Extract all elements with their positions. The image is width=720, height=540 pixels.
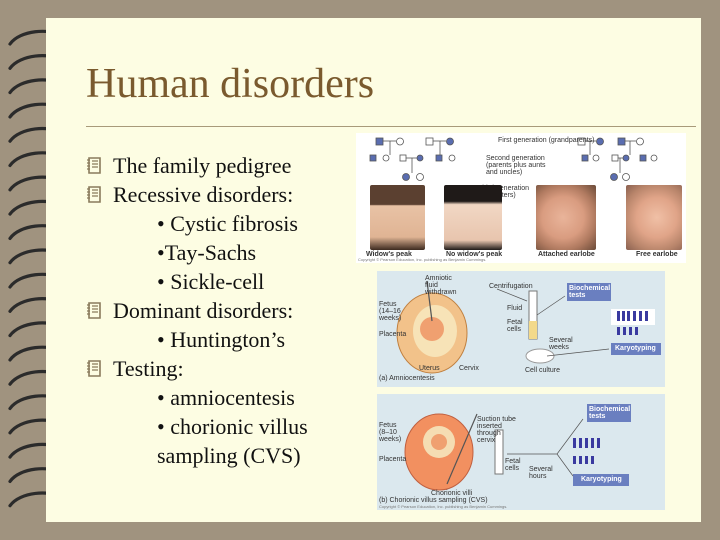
bullet-text: • amniocentesis <box>157 385 295 410</box>
karyotyping-label-cvs: Karyotyping <box>581 476 622 483</box>
chorionic-villi-label: Chorionic villi <box>431 490 473 497</box>
centrifugation-label: Centrifugation <box>489 283 533 290</box>
amniocentesis-diagram <box>396 280 661 374</box>
sub-bullet-item: • chorionic villus <box>86 412 386 441</box>
placenta-label-cvs: Placenta <box>379 456 407 463</box>
amniotic-fluid-label: Amniotic fluid withdrawn <box>425 275 457 296</box>
free-earlobe-label: Free earlobe <box>636 251 678 258</box>
sub-bullet-item: •Tay-Sachs <box>86 238 386 267</box>
fetus-label-amnio: Fetus (14–16 weeks) <box>379 301 402 322</box>
bullet-item: Recessive disorders: <box>86 180 386 209</box>
widows-peak-label: Widow's peak <box>366 251 412 258</box>
bullet-text: • Cystic fibrosis <box>157 211 298 236</box>
biochemical-tests-label-amnio: Biochemical tests <box>569 285 611 299</box>
cvs-figure: Fetus (8–10 weeks) Suction tube inserted… <box>377 394 665 510</box>
bullet-text: • Huntington’s <box>157 327 286 352</box>
bullet-text: The family pedigree <box>113 153 292 178</box>
biochemical-tests-label-cvs: Biochemical tests <box>589 406 631 420</box>
bullet-text: Dominant disorders: <box>113 298 294 323</box>
notebook-bullet-icon <box>87 186 101 203</box>
no-widows-peak-label: No widow's peak <box>446 251 503 258</box>
fetal-cells-label-amnio: Fetal cells <box>507 319 523 333</box>
fetus-label-cvs: Fetus (8–10 weeks) <box>379 422 402 443</box>
cell-culture-label: Cell culture <box>525 367 561 374</box>
cervix-label: Cervix <box>459 365 479 372</box>
several-weeks-label: Several weeks <box>549 337 573 351</box>
karyotyping-label-amnio: Karyotyping <box>615 345 656 352</box>
pedigree-figure: First generation (grandparents) Second g… <box>356 133 686 263</box>
cvs-caption: (b) Chorionic villus sampling (CVS) <box>379 497 488 504</box>
bullet-item: The family pedigree <box>86 151 386 180</box>
sub-bullet-item: • amniocentesis <box>86 383 386 412</box>
bullet-text: sampling (CVS) <box>157 443 301 468</box>
notebook-bullet-icon <box>87 302 101 319</box>
sub-bullet-item: • Cystic fibrosis <box>86 209 386 238</box>
bullet-item: Testing: <box>86 354 386 383</box>
second-generation-label: Second generation (parents plus aunts an… <box>486 155 546 176</box>
no-widows-peak-photo <box>444 185 502 250</box>
fluid-label: Fluid <box>507 305 523 312</box>
first-generation-label: First generation (grandparents) <box>498 137 595 144</box>
sub-bullet-item: • Sickle-cell <box>86 267 386 296</box>
attached-earlobe-photo <box>536 185 596 250</box>
widows-peak-photo <box>370 185 425 250</box>
free-earlobe-photo <box>626 185 682 250</box>
bullet-item: Dominant disorders: <box>86 296 386 325</box>
bullet-text: Testing: <box>113 356 184 381</box>
title-divider <box>86 126 696 127</box>
placenta-label-amnio: Placenta <box>379 331 407 338</box>
bullet-text: •Tay-Sachs <box>157 240 257 265</box>
fetal-cells-label-cvs: Fetal cells <box>505 458 521 472</box>
sub-bullet-item: • Huntington’s <box>86 325 386 354</box>
amniocentesis-figure: Amniotic fluid withdrawn Centrifugation … <box>377 271 665 387</box>
several-hours-label: Several hours <box>529 466 553 480</box>
amniocentesis-caption: (a) Amniocentesis <box>379 375 435 382</box>
suction-tube-label: Suction tube inserted through cervix <box>477 416 516 444</box>
uterus-label: Uterus <box>419 365 440 372</box>
bullet-text: • Sickle-cell <box>157 269 265 294</box>
notebook-bullet-icon <box>87 157 101 174</box>
bullet-text: • chorionic villus <box>157 414 308 439</box>
slide-title: Human disorders <box>86 61 375 107</box>
cvs-diagram <box>404 404 631 491</box>
pedigree-copyright: Copyright © Pearson Education, Inc. publ… <box>358 257 487 262</box>
cvs-copyright: Copyright © Pearson Education, Inc. publ… <box>379 504 508 509</box>
notebook-bullet-icon <box>87 360 101 377</box>
bullet-text: Recessive disorders: <box>113 182 294 207</box>
sub-bullet-item: sampling (CVS) <box>86 441 386 470</box>
attached-earlobe-label: Attached earlobe <box>538 251 595 258</box>
